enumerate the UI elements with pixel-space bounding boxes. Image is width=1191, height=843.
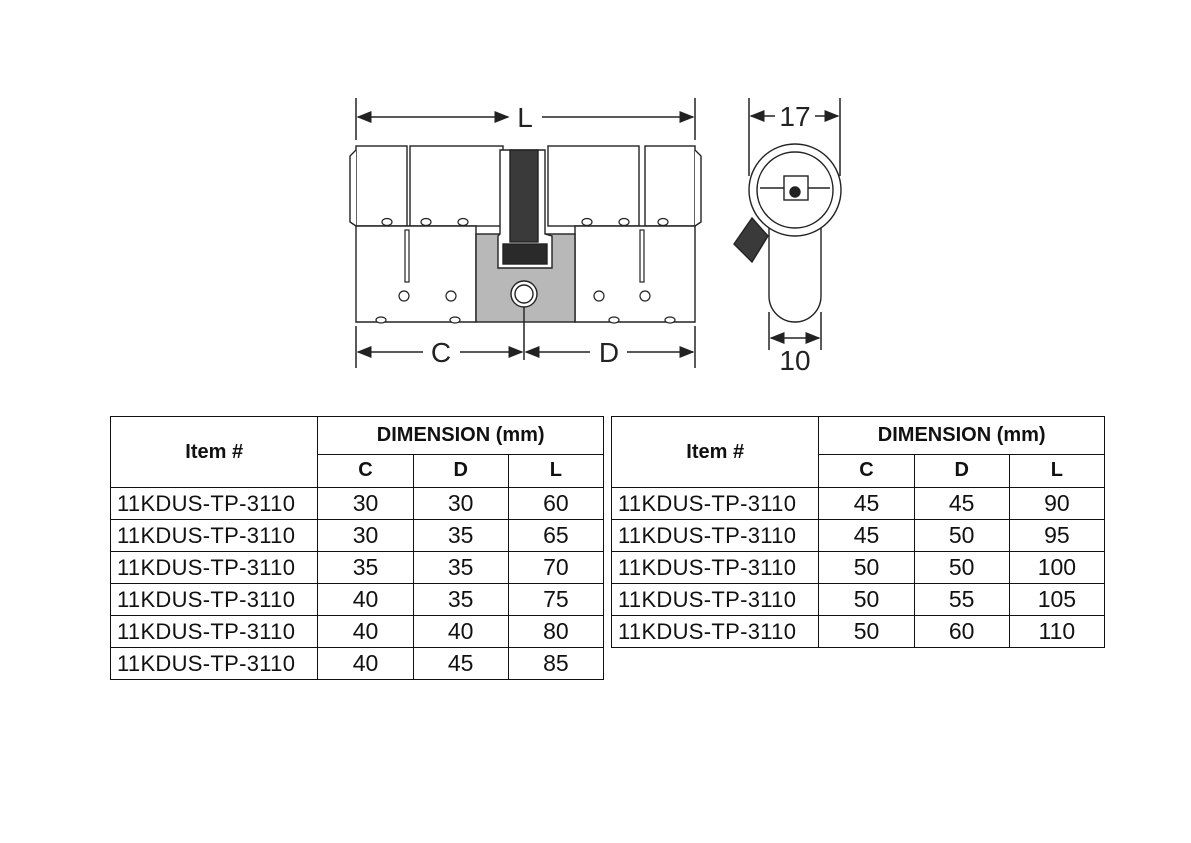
column-header-d: D <box>412 453 509 489</box>
l-cell: 105 <box>1008 583 1106 616</box>
dimension-cam <box>768 312 822 350</box>
d-cell: 35 <box>412 519 509 552</box>
table-row: 11KDUS-TP-3110 50 55 105 <box>610 583 1106 616</box>
dimension-header: DIMENSION (mm) <box>818 416 1105 455</box>
column-header-l: L <box>1008 453 1106 489</box>
c-cell: 35 <box>317 551 414 584</box>
column-header-l: L <box>507 453 605 489</box>
table-row: 11KDUS-TP-3110 45 50 95 <box>610 519 1106 552</box>
column-header-c: C <box>818 453 915 489</box>
table-row: 11KDUS-TP-3110 40 40 80 <box>109 615 605 648</box>
item-cell: 11KDUS-TP-3110 <box>109 551 319 584</box>
dimension-width <box>748 98 841 176</box>
cylinder-profile <box>733 143 842 323</box>
dimension-cam-label: 10 <box>779 345 810 376</box>
d-cell: 30 <box>412 487 509 520</box>
d-cell: 45 <box>913 487 1010 520</box>
table-row: 11KDUS-TP-3110 40 35 75 <box>109 583 605 616</box>
table-row: 11KDUS-TP-3110 30 30 60 <box>109 487 605 520</box>
dimension-table-1: Item # DIMENSION (mm) C D L 11KDUS-TP-31… <box>109 416 605 680</box>
l-cell: 60 <box>507 487 605 520</box>
dimension-header: DIMENSION (mm) <box>317 416 604 455</box>
dimension-width-label: 17 <box>779 101 810 132</box>
l-cell: 70 <box>507 551 605 584</box>
dimension-D-label: D <box>599 337 619 368</box>
d-cell: 45 <box>412 647 509 680</box>
table-row: 11KDUS-TP-3110 30 35 65 <box>109 519 605 552</box>
d-cell: 50 <box>913 519 1010 552</box>
c-cell: 30 <box>317 487 414 520</box>
cylinder-body <box>349 145 702 323</box>
item-cell: 11KDUS-TP-3110 <box>109 647 319 680</box>
table-row: 11KDUS-TP-3110 40 45 85 <box>109 647 605 680</box>
dimension-CD <box>355 322 696 368</box>
l-cell: 95 <box>1008 519 1106 552</box>
d-cell: 35 <box>412 551 509 584</box>
c-cell: 50 <box>818 551 915 584</box>
table-row: 11KDUS-TP-3110 50 60 110 <box>610 615 1106 648</box>
dimension-C-label: C <box>431 337 451 368</box>
item-cell: 11KDUS-TP-3110 <box>109 487 319 520</box>
column-header-c: C <box>317 453 414 489</box>
d-cell: 40 <box>412 615 509 648</box>
item-cell: 11KDUS-TP-3110 <box>610 583 820 616</box>
item-cell: 11KDUS-TP-3110 <box>610 615 820 648</box>
c-cell: 45 <box>818 519 915 552</box>
cylinder-drawing: L <box>349 98 842 376</box>
l-cell: 65 <box>507 519 605 552</box>
l-cell: 90 <box>1008 487 1106 520</box>
item-header: Item # <box>109 416 319 488</box>
column-header-d: D <box>913 453 1010 489</box>
c-cell: 45 <box>818 487 915 520</box>
table-row: 11KDUS-TP-3110 50 50 100 <box>610 551 1106 584</box>
c-cell: 50 <box>818 583 915 616</box>
item-cell: 11KDUS-TP-3110 <box>109 519 319 552</box>
l-cell: 100 <box>1008 551 1106 584</box>
c-cell: 40 <box>317 615 414 648</box>
table-row: 11KDUS-TP-3110 35 35 70 <box>109 551 605 584</box>
l-cell: 110 <box>1008 615 1106 648</box>
l-cell: 75 <box>507 583 605 616</box>
dimension-L-label: L <box>517 102 533 133</box>
d-cell: 55 <box>913 583 1010 616</box>
c-cell: 30 <box>317 519 414 552</box>
d-cell: 50 <box>913 551 1010 584</box>
item-cell: 11KDUS-TP-3110 <box>610 519 820 552</box>
dimension-table-2: Item # DIMENSION (mm) C D L 11KDUS-TP-31… <box>610 416 1106 648</box>
item-header: Item # <box>610 416 820 488</box>
body-holes <box>375 217 676 324</box>
dimension-L <box>355 98 696 140</box>
d-cell: 35 <box>412 583 509 616</box>
item-cell: 11KDUS-TP-3110 <box>109 583 319 616</box>
item-cell: 11KDUS-TP-3110 <box>610 551 820 584</box>
c-cell: 40 <box>317 647 414 680</box>
item-cell: 11KDUS-TP-3110 <box>610 487 820 520</box>
l-cell: 85 <box>507 647 605 680</box>
c-cell: 40 <box>317 583 414 616</box>
table-row: 11KDUS-TP-3110 45 45 90 <box>610 487 1106 520</box>
c-cell: 50 <box>818 615 915 648</box>
item-cell: 11KDUS-TP-3110 <box>109 615 319 648</box>
d-cell: 60 <box>913 615 1010 648</box>
l-cell: 80 <box>507 615 605 648</box>
